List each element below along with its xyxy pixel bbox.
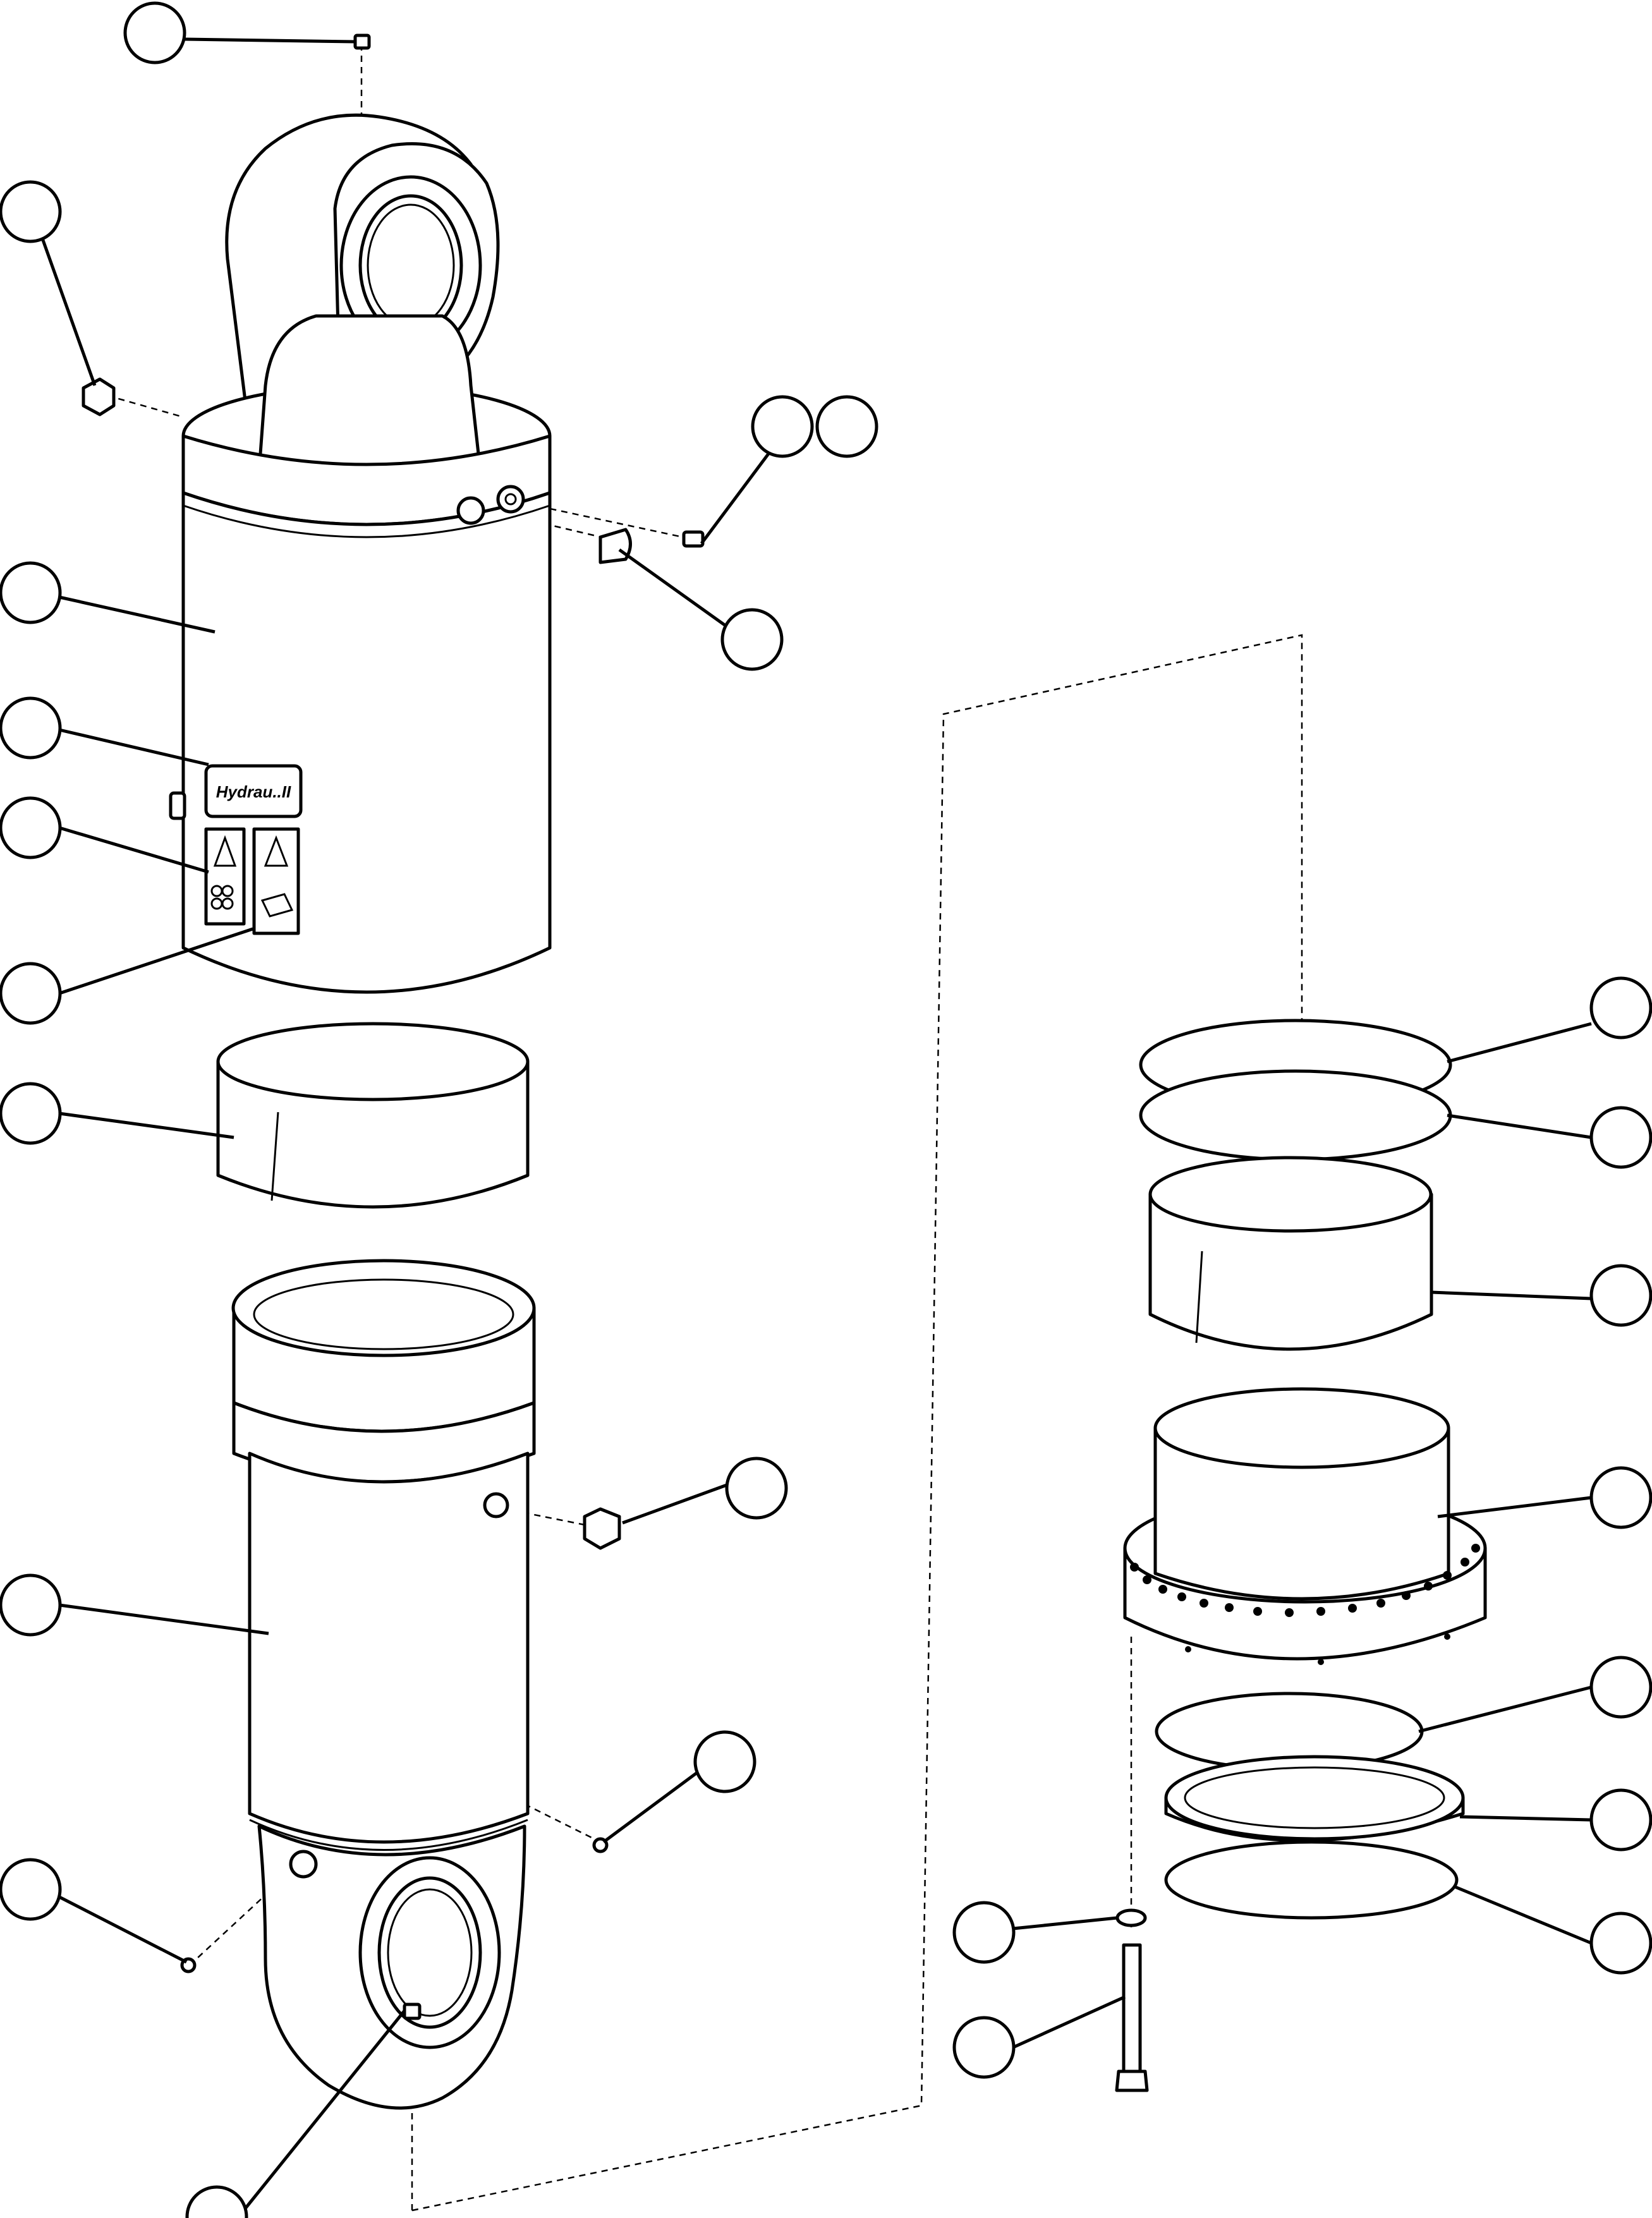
wear-band (216, 1022, 530, 1209)
grease-fitting-bottom (403, 2003, 422, 2020)
port-plug (583, 1507, 621, 1550)
callout-bubble (815, 395, 878, 458)
plug-left (82, 377, 116, 416)
brand-decal-text: Hydrau..II (216, 782, 291, 801)
callout-bubble (952, 1901, 1016, 1964)
callout-bubble (0, 962, 62, 1025)
callout-bubble (1589, 976, 1652, 1039)
port-fitting (598, 528, 632, 564)
piston-hub (1153, 1426, 1450, 1601)
bolt-shank (1122, 1943, 1142, 2073)
seal-ring-2 (1139, 1069, 1452, 1161)
callout-bubble (123, 1, 186, 64)
upper-cylinder-assembly: Hydrau..II (169, 113, 552, 994)
washer (1115, 1908, 1147, 1927)
seal-ring-4 (1164, 1755, 1465, 1841)
flange-bolt-holes (1130, 1544, 1480, 1665)
callout-bubble (693, 1730, 756, 1793)
seal-ring-5 (1164, 1840, 1459, 1920)
callout-bubble (0, 796, 62, 859)
lower-cylinder-assembly (231, 1259, 536, 2110)
lower-bearing-inner (377, 1876, 482, 2029)
callout-bubble (751, 395, 814, 458)
callout-bubble (725, 1457, 788, 1520)
upper-bearing-inner (358, 194, 463, 337)
callout-bubble (1589, 1466, 1652, 1529)
callout-bubble (0, 1573, 62, 1637)
callout-bubble (0, 561, 62, 624)
callout-bubble (0, 696, 62, 760)
callout-bubble (0, 1858, 62, 1921)
callout-bubble (1589, 1656, 1652, 1719)
callout-bubble (0, 180, 62, 243)
upper-clevis-neck (257, 314, 482, 480)
warning-decal-right (252, 827, 300, 935)
piston-wear-band (1148, 1156, 1433, 1233)
callout-bubble (720, 608, 784, 671)
grease-fitting-top (353, 33, 371, 50)
callout-bubble (1589, 1106, 1652, 1169)
callout-bubble (0, 1082, 62, 1145)
bolt-head (1115, 2070, 1149, 2092)
callout-bubble (1589, 1264, 1652, 1327)
callout-bubble (185, 2185, 248, 2218)
lower-barrel (248, 1451, 530, 1844)
callout-bubble (1589, 1912, 1652, 1975)
leader-lines (41, 37, 1592, 2216)
warning-decal-left (204, 827, 246, 926)
piston-stack (1115, 1019, 1487, 2092)
callout-bubble (1589, 1788, 1652, 1851)
brand-decal (204, 764, 303, 818)
callout-bubble (952, 2016, 1016, 2079)
